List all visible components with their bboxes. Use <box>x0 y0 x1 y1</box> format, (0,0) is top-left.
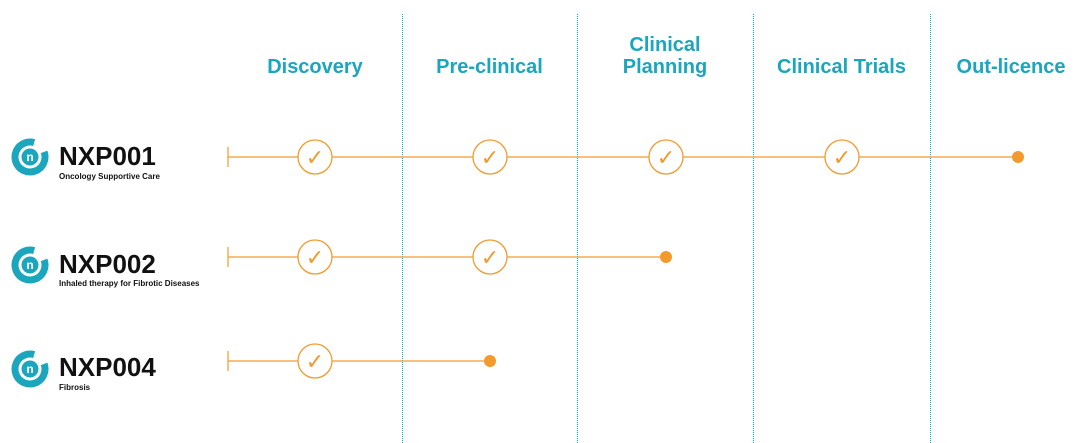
product-code-nxp001: NXP001 <box>59 141 156 171</box>
check-mark-icon: ✓ <box>657 146 675 171</box>
check-circle-icon <box>472 139 508 175</box>
product-desc-nxp004: Fibrosis <box>59 383 91 392</box>
product-code-nxp002: NXP002 <box>59 249 156 279</box>
stage-header-clinical-planning: Clinical Planning <box>622 34 708 78</box>
nexalin-logo-icon: n <box>11 350 49 388</box>
dot-icon <box>660 251 672 263</box>
stage-divider-2 <box>577 14 578 443</box>
svg-text:n: n <box>26 362 33 376</box>
svg-text:n: n <box>26 258 33 272</box>
product-code-nxp004: NXP004 <box>59 352 156 382</box>
stage-header-discovery: Discovery <box>267 56 363 78</box>
check-circle-icon <box>824 139 860 175</box>
check-circle-icon <box>297 139 333 175</box>
check-mark-icon: ✓ <box>306 246 324 271</box>
stage-header-clinical-trials: Clinical Trials <box>777 56 906 78</box>
stage-divider-1 <box>402 14 403 443</box>
product-desc-nxp002: Inhaled therapy for Fibrotic Diseases <box>59 279 200 288</box>
check-mark-icon: ✓ <box>306 146 324 171</box>
svg-text:n: n <box>26 150 33 164</box>
nexalin-logo-icon: n <box>11 138 49 176</box>
nexalin-logo-icon: n <box>11 246 49 284</box>
dot-icon <box>484 355 496 367</box>
stage-header-pre-clinical: Pre-clinical <box>436 56 543 78</box>
check-circle-icon <box>297 343 333 379</box>
check-mark-icon: ✓ <box>481 246 499 271</box>
check-circle-icon <box>297 239 333 275</box>
product-desc-nxp001: Oncology Supportive Care <box>59 172 160 181</box>
check-mark-icon: ✓ <box>481 146 499 171</box>
check-mark-icon: ✓ <box>306 350 324 375</box>
check-circle-icon <box>472 239 508 275</box>
stage-header-out-licence: Out-licence <box>956 56 1066 78</box>
check-circle-icon <box>648 139 684 175</box>
dot-icon <box>1012 151 1024 163</box>
stage-divider-4 <box>930 14 931 443</box>
stage-divider-3 <box>753 14 754 443</box>
check-mark-icon: ✓ <box>833 146 851 171</box>
